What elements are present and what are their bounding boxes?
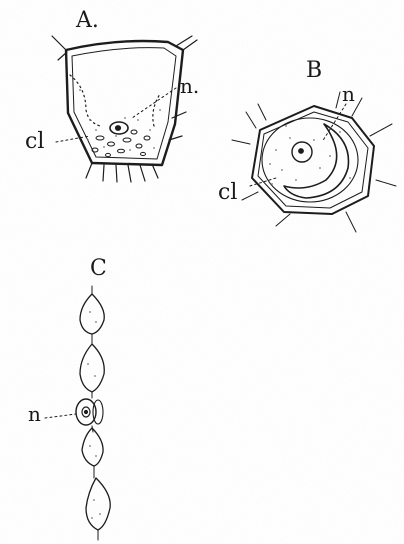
panel-a-nucleus-label: n. bbox=[180, 76, 199, 96]
panel-a-title: A. bbox=[76, 10, 99, 32]
panel-b-title: B bbox=[306, 60, 322, 82]
panel-c-nucleus-label: n bbox=[28, 404, 41, 424]
panel-b-chloroplast-label: cl bbox=[218, 182, 237, 204]
panel-c-title: C bbox=[90, 258, 107, 280]
panel-b-nucleus-label: n bbox=[342, 84, 355, 104]
panel-a-chloroplast-label: cl bbox=[25, 131, 44, 153]
